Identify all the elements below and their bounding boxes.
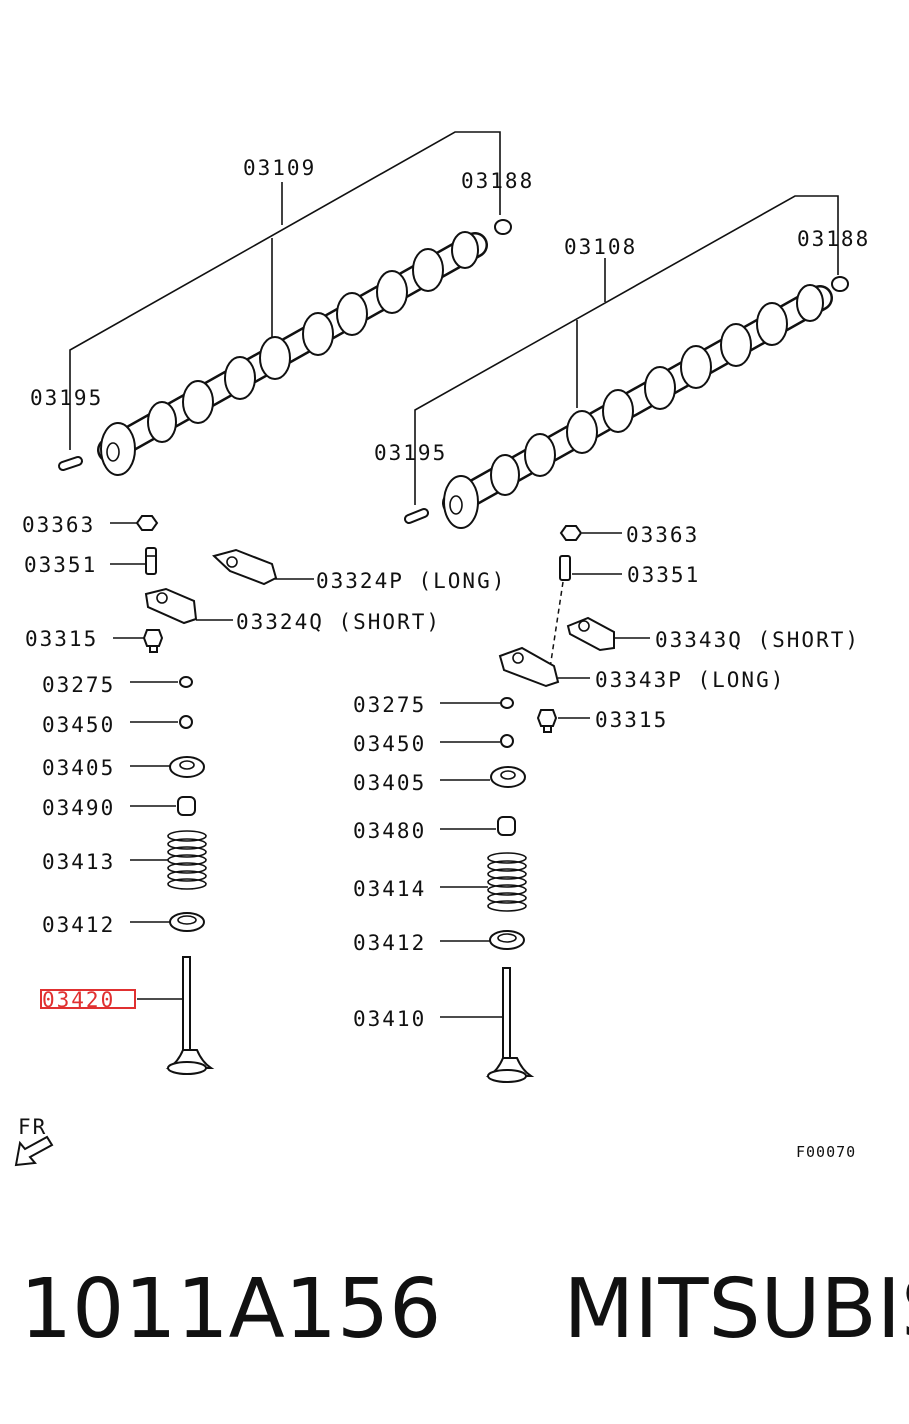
label-rocker-long-left: 03324P (LONG): [316, 569, 506, 593]
label-seal-right: 03480: [353, 819, 426, 843]
valve-stem-seal-right[interactable]: [440, 816, 516, 836]
label-nut-right: 03363: [626, 523, 699, 547]
label-lock-left: 03450: [42, 713, 115, 737]
label-rocker-long-right: 03343P (LONG): [595, 668, 785, 692]
label-cotter-left: 03275: [42, 673, 115, 697]
cotter-right[interactable]: [440, 697, 514, 709]
camshaft-intake[interactable]: [414, 195, 839, 529]
label-pin-right: 03195: [374, 441, 447, 465]
brand-name: MITSUBISHI: [563, 1262, 909, 1357]
label-retainer-right: 03405: [353, 771, 426, 795]
rocker-arm-long-right[interactable]: [498, 646, 590, 688]
figure-code: F00070: [796, 1143, 856, 1161]
adjusting-screw-left[interactable]: [110, 547, 157, 575]
label-rocker-short-right: 03343Q (SHORT): [655, 628, 860, 652]
front-direction-marker: FR: [14, 1115, 54, 1167]
label-lock-right: 03450: [353, 732, 426, 756]
valve-train-diagram: 03109 03188 03108 03188 03195 03195 0336…: [14, 131, 870, 1167]
lock-left[interactable]: [130, 715, 193, 729]
label-shaft-right: 03315: [595, 708, 668, 732]
rocker-arm-short-right[interactable]: [566, 616, 650, 652]
shaft-bolt-left[interactable]: [113, 629, 164, 653]
spring-seat-right[interactable]: [440, 930, 525, 950]
valve-spring-left[interactable]: [130, 830, 207, 890]
lock-right[interactable]: [440, 734, 514, 748]
label-screw-right: 03351: [627, 563, 700, 587]
retainer-right[interactable]: [440, 766, 526, 788]
valve-spring-right[interactable]: [440, 852, 527, 912]
label-rocker-short-left: 03324Q (SHORT): [236, 610, 441, 634]
direction-marker-text: FR: [18, 1115, 47, 1139]
label-cotter-right: 03275: [353, 693, 426, 717]
label-cam-intake: 03108: [564, 235, 637, 259]
label-pin-left: 03195: [30, 386, 103, 410]
rocker-arm-short-left[interactable]: [144, 587, 233, 625]
highlight-box-valve-left: [40, 989, 136, 1009]
label-seat-right: 03412: [353, 931, 426, 955]
label-seal-left: 03490: [42, 796, 115, 820]
nut-right[interactable]: [559, 525, 622, 541]
label-spring-left: 03413: [42, 850, 115, 874]
arrow-down-left-icon: [14, 1135, 54, 1167]
part-number: 1011A156: [20, 1262, 442, 1357]
caption: 1011A156 MITSUBISHI: [20, 1262, 909, 1357]
retainer-left[interactable]: [130, 756, 205, 778]
rocker-arm-long-left[interactable]: [212, 548, 314, 586]
spring-seat-left[interactable]: [130, 912, 205, 932]
label-seat-left: 03412: [42, 913, 115, 937]
nut-left[interactable]: [110, 515, 159, 531]
label-nut-left: 03363: [22, 513, 95, 537]
cap-left[interactable]: [494, 219, 512, 235]
valve-left[interactable]: [137, 956, 215, 1075]
shaft-bolt-right[interactable]: [536, 709, 590, 733]
valve-stem-seal-left[interactable]: [130, 796, 196, 816]
label-screw-left: 03351: [24, 553, 97, 577]
dowel-pin-right[interactable]: [404, 508, 429, 524]
camshaft-exhaust[interactable]: [69, 131, 501, 476]
valve-right[interactable]: [440, 967, 535, 1083]
cotter-left[interactable]: [130, 676, 193, 688]
label-retainer-left: 03405: [42, 756, 115, 780]
label-spring-right: 03414: [353, 877, 426, 901]
dowel-pin-left[interactable]: [58, 456, 83, 471]
label-cap-right: 03188: [797, 227, 870, 251]
label-cam-exhaust: 03109: [243, 156, 316, 180]
cap-right[interactable]: [831, 276, 849, 292]
label-valve-right: 03410: [353, 1007, 426, 1031]
adjusting-screw-right[interactable]: [549, 555, 622, 669]
label-cap-left: 03188: [461, 169, 534, 193]
label-shaft-left: 03315: [25, 627, 98, 651]
